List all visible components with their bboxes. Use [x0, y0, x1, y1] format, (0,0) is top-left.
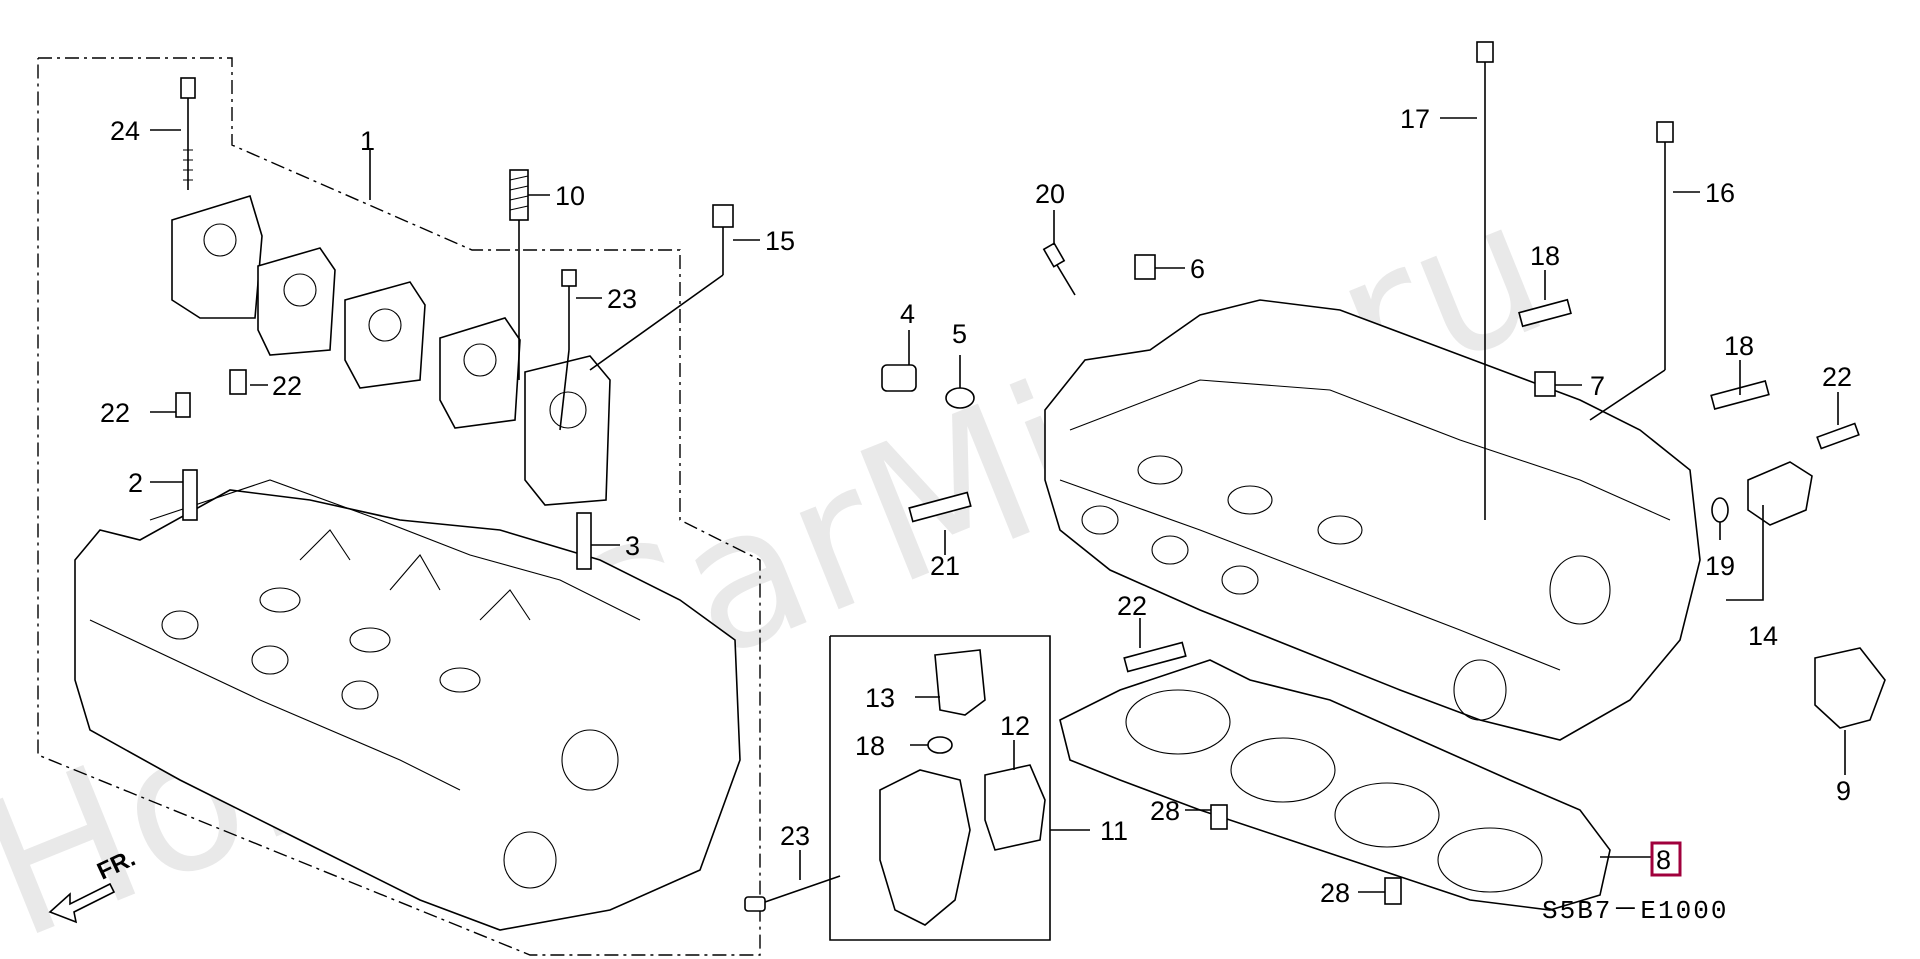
- callout-21[interactable]: 20: [1035, 179, 1065, 209]
- callout-22-lower[interactable]: 22: [1117, 591, 1147, 621]
- callout-9[interactable]: 9: [1836, 776, 1851, 806]
- nut-7[interactable]: [1534, 371, 1556, 397]
- callout-4[interactable]: 4: [900, 299, 915, 329]
- bolt-27[interactable]: [180, 77, 196, 190]
- sensor-14[interactable]: [1747, 461, 1813, 526]
- bolt-17[interactable]: [1476, 41, 1494, 300]
- callout-19[interactable]: 18: [855, 731, 885, 761]
- o-ring-19[interactable]: [927, 736, 953, 754]
- bolt-15[interactable]: [712, 204, 734, 275]
- callout-3[interactable]: 3: [625, 531, 640, 561]
- washer-5[interactable]: [945, 387, 975, 409]
- sensor-13[interactable]: [934, 649, 986, 716]
- callout-20[interactable]: 19: [1705, 551, 1735, 581]
- head-gasket-8[interactable]: [1059, 659, 1611, 911]
- callout-18-lower[interactable]: 18: [1724, 331, 1754, 361]
- stud-22-lower[interactable]: [1123, 641, 1187, 673]
- callout-13[interactable]: 13: [865, 683, 895, 713]
- dowel-28-lower[interactable]: [1384, 877, 1402, 905]
- callout-17[interactable]: 17: [1400, 104, 1430, 134]
- callout-16[interactable]: 16: [1705, 178, 1735, 208]
- callout-11[interactable]: 11: [1100, 816, 1128, 846]
- callout-23-left[interactable]: 22: [100, 398, 130, 428]
- dowel-28-upper[interactable]: [1210, 804, 1228, 830]
- callout-27[interactable]: 24: [110, 116, 140, 146]
- cylinder-head-left[interactable]: [74, 479, 741, 931]
- pin-2[interactable]: [182, 469, 198, 521]
- camshaft-holders[interactable]: [171, 194, 611, 506]
- callout-25[interactable]: 23: [607, 284, 637, 314]
- callout-8-highlighted[interactable]: 8: [1650, 841, 1682, 877]
- callout-23-right[interactable]: 22: [272, 371, 302, 401]
- callout-24[interactable]: 22: [1822, 362, 1852, 392]
- bolt-4[interactable]: [881, 364, 917, 392]
- spool-valve-group: [744, 635, 1090, 941]
- callout-26[interactable]: 23: [780, 821, 810, 851]
- callout-6[interactable]: 6: [1190, 254, 1205, 284]
- callout-18-upper[interactable]: 18: [1530, 241, 1560, 271]
- valve-11[interactable]: [879, 769, 971, 926]
- cap-9[interactable]: [1814, 647, 1886, 729]
- diagram-code: S5B7－E1000: [1542, 896, 1728, 926]
- pin-23-right[interactable]: [229, 369, 247, 395]
- callout-7[interactable]: 7: [1590, 371, 1605, 401]
- spring-10[interactable]: [509, 169, 529, 221]
- filter-12[interactable]: [984, 764, 1046, 851]
- callout-12[interactable]: 12: [1000, 711, 1030, 741]
- pin-23-left[interactable]: [175, 392, 191, 418]
- callout-14[interactable]: 14: [1748, 621, 1778, 651]
- callout-28-lower[interactable]: 28: [1320, 878, 1350, 908]
- callout-15[interactable]: 15: [765, 226, 795, 256]
- stud-18-upper[interactable]: [1518, 298, 1572, 328]
- callout-22-upper[interactable]: 21: [930, 551, 960, 581]
- pin-3[interactable]: [576, 512, 592, 570]
- cylinder-head-assembly-group: FR.: [37, 57, 761, 956]
- bolt-16[interactable]: [1656, 121, 1674, 370]
- callout-28-upper[interactable]: 28: [1150, 796, 1180, 826]
- bolt-24[interactable]: [1816, 422, 1860, 450]
- bolt-25[interactable]: [561, 269, 577, 350]
- nut-6[interactable]: [1134, 254, 1156, 280]
- bolt-26[interactable]: [744, 875, 841, 912]
- callout-8: 8: [1656, 845, 1671, 875]
- callout-5[interactable]: 5: [952, 319, 967, 349]
- cylinder-head-right-group: [881, 41, 1886, 911]
- o-ring-20[interactable]: [1711, 497, 1729, 523]
- callout-1[interactable]: 1: [360, 126, 375, 156]
- cylinder-head-right[interactable]: [1044, 299, 1701, 741]
- stud-22-upper[interactable]: [908, 491, 972, 523]
- stud-21[interactable]: [1042, 242, 1076, 296]
- callout-labels: 24 1 10 15 23 22 22 2 3 17 16 20 6 18 18…: [100, 104, 1852, 908]
- callout-10[interactable]: 10: [555, 181, 585, 211]
- callout-2[interactable]: 2: [128, 468, 143, 498]
